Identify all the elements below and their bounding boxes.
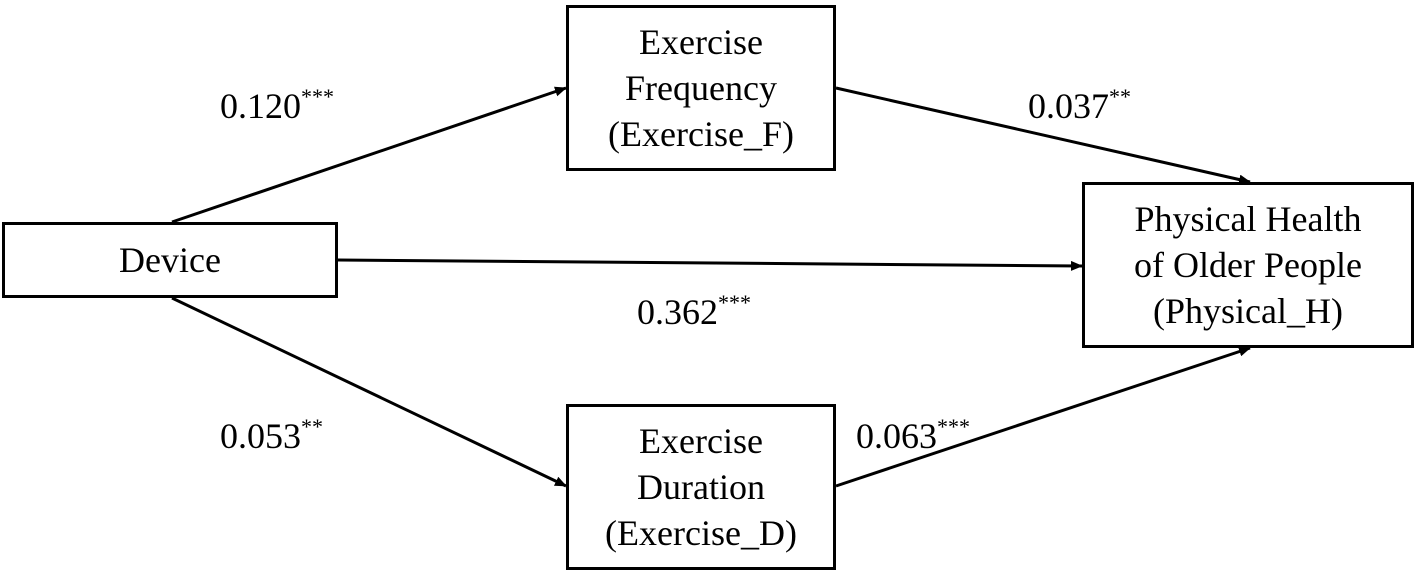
- node-duration-line-1: Exercise: [639, 421, 763, 461]
- coef-device-to-health: 0.362***: [637, 290, 751, 333]
- node-duration-line-2: Duration: [637, 467, 765, 507]
- arrow-device-to-frequency: [171, 86, 567, 224]
- coef-value: 0.037: [1028, 86, 1109, 126]
- arrow-device-to-health: [337, 258, 1083, 271]
- node-device: Device: [2, 222, 338, 298]
- coef-duration-to-health: 0.063***: [856, 414, 970, 457]
- node-physical-health: Physical Health of Older People (Physica…: [1082, 182, 1414, 348]
- coef-significance: **: [301, 414, 323, 439]
- node-frequency-line-3: (Exercise_F): [608, 114, 794, 154]
- coef-value: 0.063: [856, 416, 937, 456]
- arrow-duration-to-health: [835, 346, 1251, 488]
- node-device-label: Device: [119, 240, 221, 280]
- node-exercise-frequency: Exercise Frequency (Exercise_F): [566, 5, 836, 171]
- node-frequency-line-2: Frequency: [625, 68, 777, 108]
- node-health-line-3: (Physical_H): [1153, 291, 1343, 331]
- coef-significance: ***: [301, 84, 334, 109]
- arrow-device-to-duration: [171, 296, 567, 488]
- coef-value: 0.362: [637, 292, 718, 332]
- coef-significance: ***: [937, 414, 970, 439]
- coef-device-to-frequency: 0.120***: [220, 84, 334, 127]
- node-health-line-2: of Older People: [1134, 245, 1362, 285]
- coef-value: 0.053: [220, 416, 301, 456]
- node-duration-line-3: (Exercise_D): [605, 513, 797, 553]
- coef-significance: **: [1109, 84, 1131, 109]
- node-exercise-duration: Exercise Duration (Exercise_D): [566, 404, 836, 570]
- coef-frequency-to-health: 0.037**: [1028, 84, 1131, 127]
- coef-device-to-duration: 0.053**: [220, 414, 323, 457]
- node-health-line-1: Physical Health: [1134, 199, 1362, 239]
- arrow-frequency-to-health: [835, 86, 1251, 185]
- coef-value: 0.120: [220, 86, 301, 126]
- coef-significance: ***: [718, 290, 751, 315]
- node-frequency-line-1: Exercise: [639, 22, 763, 62]
